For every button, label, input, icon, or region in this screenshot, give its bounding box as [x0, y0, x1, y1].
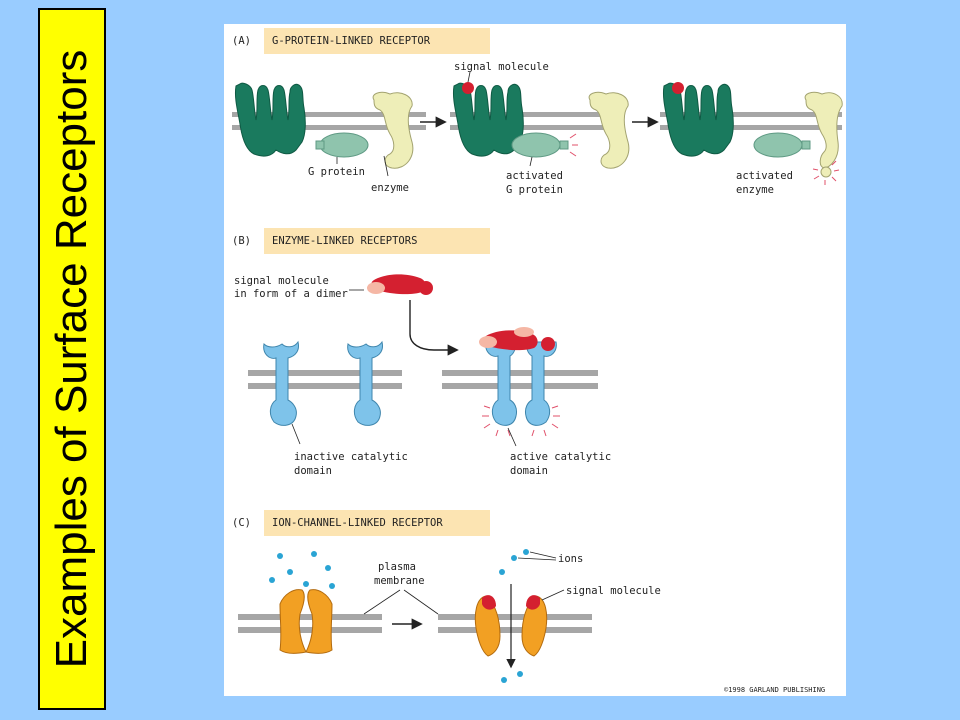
signal-molecule-bound-a2	[672, 82, 684, 94]
enzyme-label: enzyme	[371, 182, 409, 194]
figure-panel: (A) G-PROTEIN-LINKED RECEPTOR G protein …	[224, 24, 846, 696]
panel-c-letter: (C)	[232, 517, 251, 529]
g-protein-linked-receptor-resting	[235, 82, 306, 157]
panel-a-header: G-PROTEIN-LINKED RECEPTOR	[272, 35, 431, 47]
g-protein-linked-receptor-bound	[453, 82, 524, 157]
signal-molecules-bound-c	[482, 595, 540, 610]
ion-channel-closed	[279, 589, 333, 654]
panel-b-membrane	[248, 370, 598, 389]
signal-dimer-free	[367, 274, 433, 295]
active-domain-glow	[482, 405, 560, 437]
activated-g-protein-label-1: activated	[506, 170, 563, 182]
ions-flowing	[499, 549, 529, 683]
g-protein-inactive	[315, 132, 369, 158]
g-protein-moved	[753, 132, 811, 158]
panel-b-header: ENZYME-LINKED RECEPTORS	[272, 235, 417, 247]
activated-enzyme-label-1: activated	[736, 170, 793, 182]
active-domain-label-2: domain	[510, 465, 548, 477]
panel-c-header-band	[264, 510, 490, 536]
enzyme-linked-receptor-inactive-left	[263, 340, 299, 426]
panel-c-membrane	[238, 614, 592, 633]
active-domain-label-1: active catalytic	[510, 451, 611, 463]
ions-outside	[269, 551, 335, 589]
panel-a-membrane	[232, 112, 842, 130]
plasma-membrane-label-1: plasma	[378, 561, 416, 573]
signal-dimer-label-1: signal molecule	[234, 275, 329, 287]
panel-b: (B) ENZYME-LINKED RECEPTORS signal molec…	[232, 228, 611, 477]
panel-c: (C) ION-CHANNEL-LINKED RECEPTOR plasma m…	[232, 510, 661, 683]
arrow-b	[409, 300, 459, 356]
activated-enzyme-label-2: enzyme	[736, 184, 774, 196]
panel-c-header: ION-CHANNEL-LINKED RECEPTOR	[272, 517, 443, 529]
g-protein-linked-receptor-bound-2	[663, 82, 734, 157]
panel-b-header-band	[264, 228, 490, 254]
inactive-domain-label-2: domain	[294, 465, 332, 477]
copyright-notice: ©1998 GARLAND PUBLISHING	[724, 686, 825, 694]
signal-molecule-bound-a	[462, 82, 474, 94]
signal-molecule-label-c: signal molecule	[566, 585, 661, 597]
enzyme-linked-receptor-inactive-right	[347, 340, 383, 426]
ions-label: ions	[558, 553, 583, 565]
signal-dimer-label-2: in form of a dimer	[234, 288, 348, 300]
panel-a: (A) G-PROTEIN-LINKED RECEPTOR G protein …	[232, 28, 843, 196]
enzyme-stage-2	[588, 91, 630, 169]
activated-g-protein-label-2: G protein	[506, 184, 563, 196]
enzyme-inactive	[372, 91, 414, 169]
panel-b-letter: (B)	[232, 235, 251, 247]
panel-a-header-band	[264, 28, 490, 54]
ion-channel-open	[474, 595, 548, 657]
inactive-domain-label-1: inactive catalytic	[294, 451, 408, 463]
receptor-figure: (A) G-PROTEIN-LINKED RECEPTOR G protein …	[232, 28, 843, 694]
signal-molecule-label-a: signal molecule	[454, 61, 549, 73]
g-protein-activated	[511, 132, 578, 158]
slide-title: Examples of Surface Receptors	[47, 49, 96, 669]
signal-dimer-bound	[479, 327, 555, 351]
enzyme-activated	[804, 91, 843, 185]
enzyme-linked-receptor-active	[485, 341, 557, 426]
g-protein-label: G protein	[308, 166, 365, 178]
slide-title-box: Examples of Surface Receptors	[38, 8, 106, 710]
plasma-membrane-label-2: membrane	[374, 575, 425, 587]
panel-a-letter: (A)	[232, 35, 251, 47]
